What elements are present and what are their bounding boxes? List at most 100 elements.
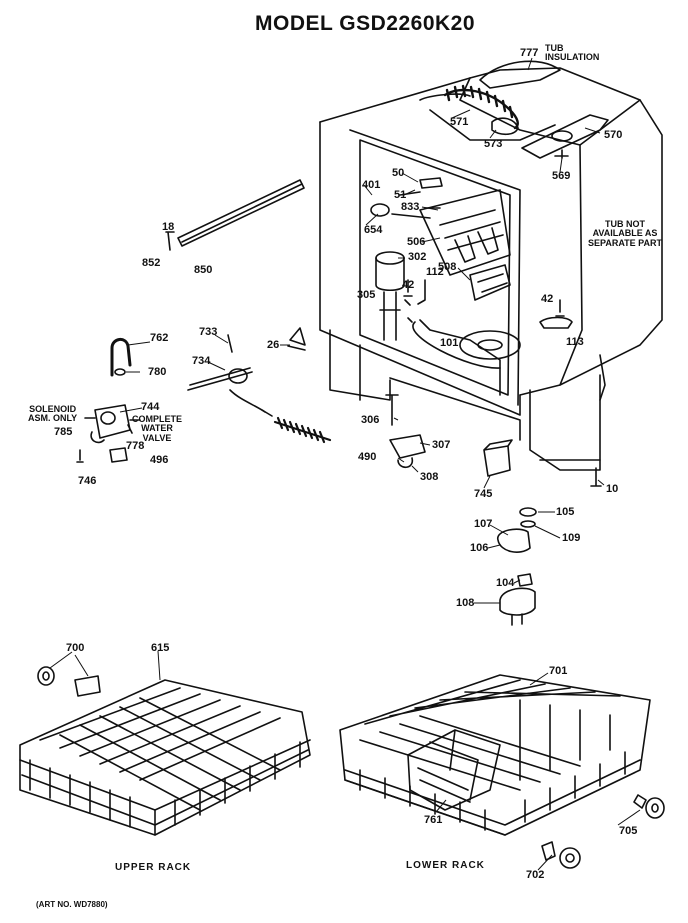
door-spring-coil — [273, 416, 332, 444]
part-label-761: 761 — [424, 814, 443, 826]
washer-105 — [519, 507, 537, 517]
clamp-780 — [114, 368, 126, 376]
part-label-490: 490 — [358, 451, 377, 463]
note-tub-insulation: TUB INSULATION — [545, 43, 600, 63]
clip-18 — [165, 231, 175, 251]
part-label-302: 302 — [408, 251, 427, 263]
part-label-570: 570 — [604, 129, 623, 141]
washer-109 — [520, 520, 536, 528]
door-spring-parts — [287, 327, 306, 351]
part-label-42a: 42 — [402, 279, 415, 291]
note-line: ASM. ONLY — [28, 413, 78, 424]
upper-rack — [19, 679, 311, 836]
rack-roller-700 — [37, 666, 101, 697]
part-label-569: 569 — [552, 170, 571, 182]
part-label-104: 104 — [496, 577, 515, 589]
note-solenoid: SOLENOID ASM. ONLY — [28, 404, 78, 424]
bracket-parts — [370, 177, 443, 219]
part-label-506: 506 — [407, 236, 426, 248]
control-module — [419, 189, 511, 301]
screw-10 — [590, 467, 602, 487]
bracket-307 — [389, 434, 426, 469]
wire-112 — [417, 279, 426, 305]
part-label-746: 746 — [78, 475, 97, 487]
part-label-852: 852 — [142, 257, 161, 269]
note-line: INSULATION — [545, 52, 600, 63]
part-label-833: 833 — [401, 201, 420, 213]
part-label-496: 496 — [150, 454, 169, 466]
part-label-762: 762 — [150, 332, 169, 344]
part-label-42b: 42 — [541, 293, 554, 305]
vent-ring — [491, 117, 519, 136]
gasket-106 — [497, 528, 531, 553]
part-label-702: 702 — [526, 869, 545, 881]
part-label-778: 778 — [126, 440, 145, 452]
tub-illustration — [319, 67, 663, 471]
part-label-50: 50 — [392, 167, 405, 179]
part-label-106: 106 — [470, 542, 489, 554]
part-label-734: 734 — [192, 355, 211, 367]
part-label-705: 705 — [619, 825, 638, 837]
screw-42a — [403, 279, 413, 297]
part-label-113: 113 — [566, 336, 584, 348]
part-label-850: 850 — [194, 264, 213, 276]
part-label-615: 615 — [151, 642, 170, 654]
lower-rack — [339, 674, 651, 836]
screw-306 — [385, 394, 399, 426]
note-line: TUB — [545, 43, 564, 53]
note-line: TUB NOT — [605, 219, 645, 229]
part-label-109: 109 — [562, 532, 581, 544]
part-label-10: 10 — [606, 483, 619, 495]
part-label-701: 701 — [549, 665, 568, 677]
nut-104 — [517, 573, 533, 587]
part-label-308: 308 — [420, 471, 439, 483]
caption-lower-rack: LOWER RACK — [406, 860, 485, 871]
note-line: SEPARATE PART — [588, 237, 663, 248]
note-line: VALVE — [142, 432, 172, 443]
part-label-305: 305 — [357, 289, 376, 301]
note-complete-valve: COMPLETE WATER VALVE — [132, 414, 182, 443]
part-label-101: 101 — [440, 337, 459, 349]
junction-box-745 — [483, 439, 513, 477]
art-number: (ART NO. WD7880) — [36, 900, 108, 909]
part-label-733: 733 — [199, 326, 218, 338]
part-label-107: 107 — [474, 518, 493, 530]
part-label-18: 18 — [162, 221, 175, 233]
valve-bracket-496 — [109, 447, 128, 463]
drain-valve-108 — [499, 587, 536, 626]
part-label-573: 573 — [484, 138, 503, 150]
note-line: WATER — [141, 423, 173, 434]
part-label-306: 306 — [361, 414, 380, 426]
model-title: MODEL GSD2260K20 — [255, 12, 476, 35]
part-label-785: 785 — [54, 426, 73, 438]
screw-746 — [76, 449, 84, 463]
part-label-105: 105 — [556, 506, 575, 518]
rack-roller-702 — [541, 841, 581, 869]
part-label-745: 745 — [474, 488, 493, 500]
part-label-777: 777 — [520, 47, 539, 59]
part-label-108: 108 — [456, 597, 475, 609]
silverware-basket — [407, 729, 501, 811]
rack-roller-705 — [633, 794, 665, 819]
screw-778 — [127, 424, 133, 434]
part-label-508: 508 — [438, 261, 457, 273]
screw-42b — [555, 299, 565, 317]
part-label-744: 744 — [141, 401, 160, 413]
part-label-571: 571 — [450, 116, 469, 128]
wire-harness — [187, 334, 273, 417]
part-label-654: 654 — [364, 224, 383, 236]
fill-hose — [110, 338, 132, 377]
caption-upper-rack: UPPER RACK — [115, 862, 192, 873]
hinge-113 — [539, 316, 573, 329]
part-label-51: 51 — [394, 189, 407, 201]
door-gasket-strip — [177, 179, 305, 247]
vent-bracket — [521, 114, 609, 159]
note-line: AVAILABLE AS — [592, 228, 658, 239]
part-label-112: 112 — [426, 266, 444, 278]
part-label-307: 307 — [432, 439, 451, 451]
vent-spring — [443, 84, 519, 130]
part-label-700: 700 — [66, 642, 85, 654]
part-label-26: 26 — [267, 339, 280, 351]
note-tub-not-available: TUB NOT AVAILABLE AS SEPARATE PART — [588, 219, 663, 248]
